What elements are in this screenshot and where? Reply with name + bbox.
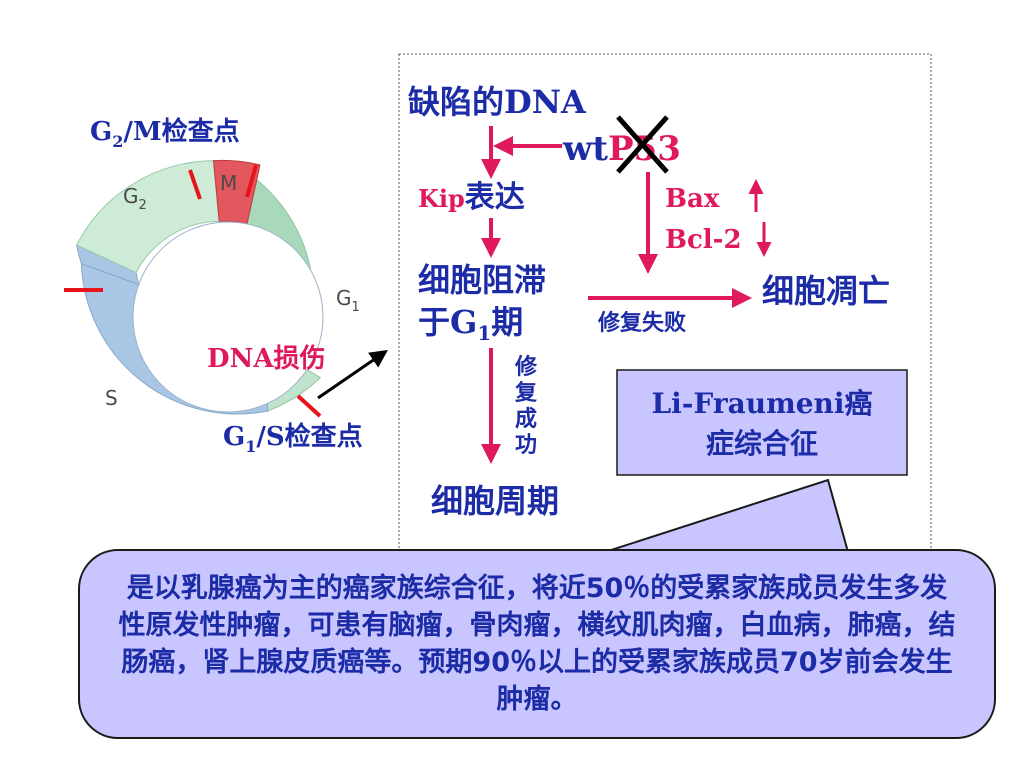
cell-cycle-label: 细胞周期	[431, 482, 559, 520]
checkpoint-mark-g1s	[296, 394, 322, 418]
defective-dna-label: 缺陷的DNA	[408, 83, 587, 121]
phase-label-g1: G1	[336, 286, 360, 315]
syndrome-description-callout: 是以乳腺癌为主的癌家族综合征，将近50％的受累家族成员发生多发性原发性肿瘤，可患…	[78, 549, 996, 739]
g2m-checkpoint-label: G2/M检查点	[90, 116, 240, 151]
phase-label-s: S	[105, 386, 118, 410]
repair-fail-label: 修复失败	[597, 310, 686, 336]
arrest-label-line1: 细胞阻滞	[418, 261, 546, 299]
dna-damage-label: DNA损伤	[207, 344, 326, 374]
syndrome-label-line2: 症综合征	[706, 427, 818, 460]
repair-success-label: 修 复 成 功	[514, 354, 538, 458]
svg-text:修: 修	[514, 354, 538, 380]
cell-cycle-ring: M G2 G1 S	[64, 159, 360, 418]
svg-text:功: 功	[515, 432, 537, 458]
apoptosis-label: 细胞凋亡	[762, 272, 890, 310]
bax-label: Bax	[665, 184, 720, 214]
g1s-checkpoint-label: G1/S检查点	[223, 421, 363, 456]
arrest-label-line2: 于G1期	[418, 303, 523, 345]
checkpoint-mark-g2m	[188, 169, 202, 200]
checkpoint-mark-m	[245, 164, 258, 198]
svg-text:复: 复	[514, 380, 538, 406]
wt-p53-label: wtP53	[562, 129, 681, 169]
syndrome-box: Li-Fraumeni癌 症综合征	[616, 369, 908, 476]
svg-text:成: 成	[515, 406, 537, 432]
kip-expression-label: Kip表达	[418, 180, 525, 215]
ring-segment-m	[212, 159, 261, 225]
phase-label-m: M	[220, 171, 237, 195]
phase-label-g2: G2	[123, 184, 147, 213]
syndrome-description-text: 是以乳腺癌为主的癌家族综合征，将近50％的受累家族成员发生多发性原发性肿瘤，可患…	[118, 573, 956, 715]
syndrome-label-line1: Li-Fraumeni癌	[651, 387, 872, 420]
bcl2-label: Bcl-2	[665, 225, 742, 255]
dna-damage-arrow	[317, 349, 388, 400]
p53-inactivated-cross-icon	[616, 115, 669, 174]
